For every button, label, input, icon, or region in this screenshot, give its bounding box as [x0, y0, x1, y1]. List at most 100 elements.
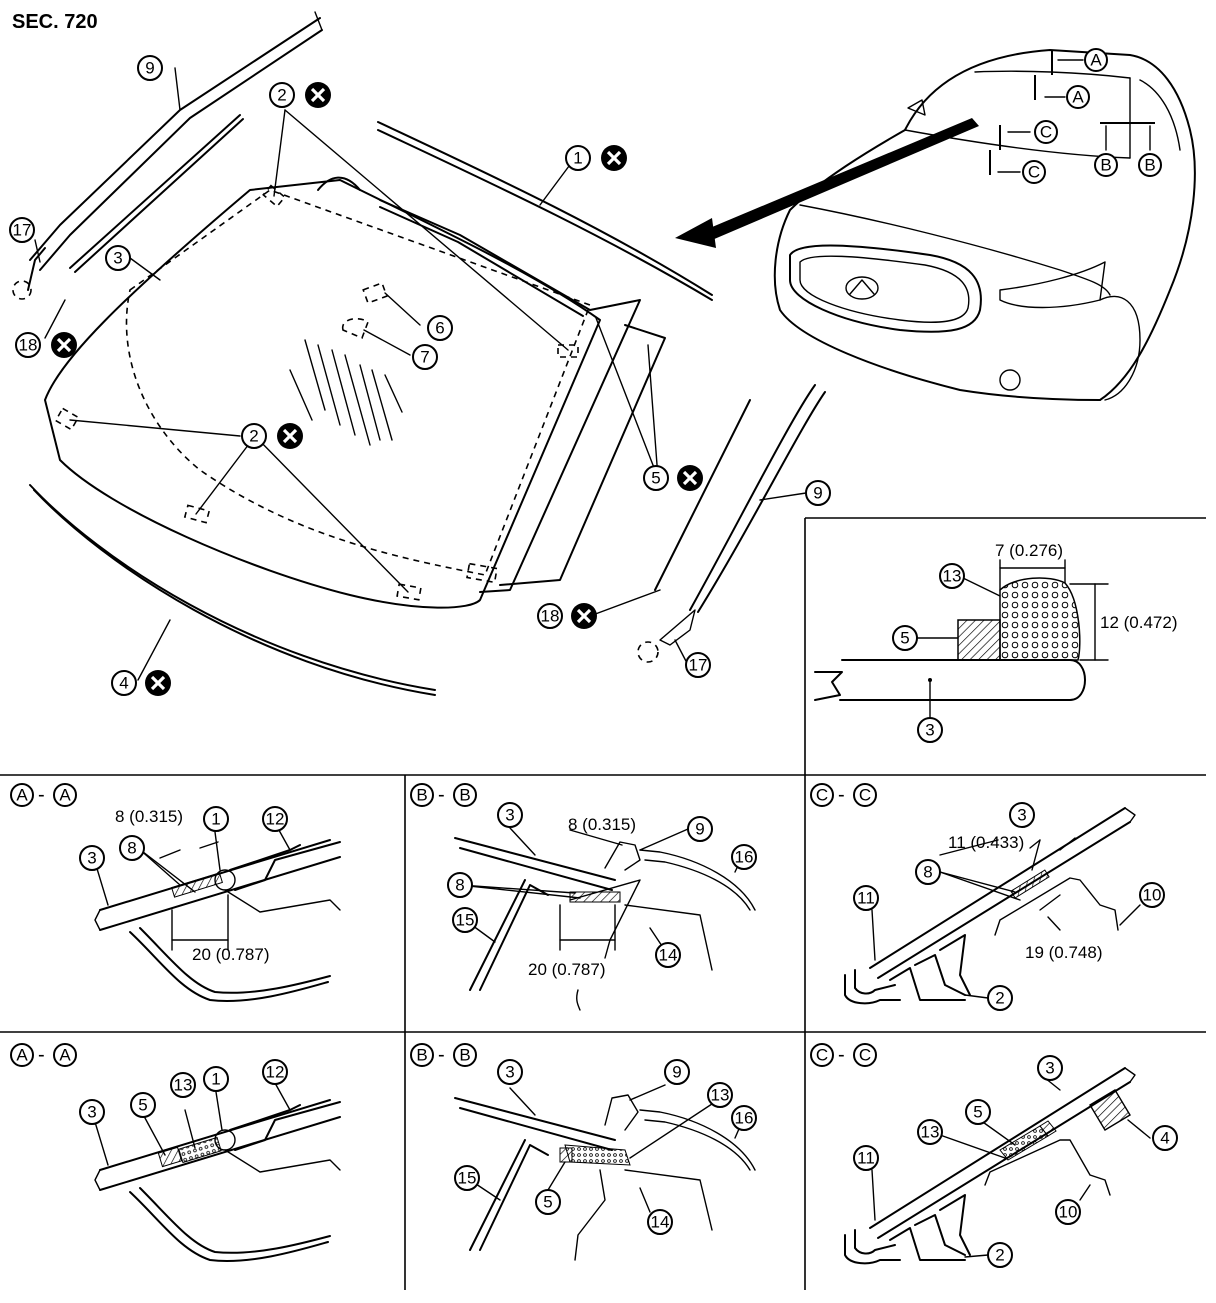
- callout-2-cc2: 2: [987, 1242, 1013, 1268]
- section-label-b-b-bottom: B - B: [410, 1043, 477, 1067]
- svg-text:9: 9: [813, 484, 822, 503]
- callout-3-aa1: 3: [79, 845, 105, 871]
- section-label-b-b-top: B - B: [410, 783, 477, 807]
- section-a-a-bottom: A - A 3 5 13 1 12: [10, 1043, 341, 1262]
- callout-3-detail: 3: [917, 717, 943, 743]
- windshield-exploded-view: 9 2 1 17 3 18 6 7 2 5: [9, 11, 831, 698]
- svg-text:15: 15: [458, 1169, 477, 1188]
- svg-text:-: -: [838, 1044, 845, 1066]
- marker-a-upper: A: [1084, 48, 1108, 72]
- svg-text:5: 5: [138, 1096, 147, 1115]
- callout-9-bb2: 9: [664, 1059, 690, 1085]
- callout-8-cc1: 8: [915, 859, 941, 885]
- svg-text:4: 4: [1160, 1129, 1169, 1148]
- svg-text:3: 3: [925, 721, 934, 740]
- callout-9-upper: 9: [137, 55, 163, 81]
- svg-text:13: 13: [174, 1076, 193, 1095]
- dim-8-b-b: 8 (0.315): [568, 815, 636, 834]
- callout-3-cc2: 3: [1037, 1055, 1063, 1081]
- svg-text:C: C: [816, 786, 828, 805]
- svg-text:A: A: [59, 1046, 71, 1065]
- svg-text:-: -: [38, 784, 45, 806]
- svg-text:3: 3: [1045, 1059, 1054, 1078]
- dim-11: 11 (0.433): [948, 833, 1024, 852]
- callout-17-right: 17: [685, 652, 711, 678]
- marker-b-left: B: [1094, 153, 1118, 177]
- svg-text:2: 2: [995, 989, 1004, 1008]
- svg-text:-: -: [838, 784, 845, 806]
- svg-text:2: 2: [277, 86, 286, 105]
- svg-text:10: 10: [1059, 1203, 1078, 1222]
- marker-a-lower: A: [1066, 85, 1090, 109]
- section-label-a-a-bottom: A - A: [10, 1043, 77, 1067]
- svg-text:2: 2: [995, 1246, 1004, 1265]
- callout-3-main: 3: [105, 245, 131, 271]
- callout-5-cc2: 5: [965, 1099, 991, 1125]
- svg-text:C: C: [1040, 123, 1052, 142]
- svg-text:1: 1: [211, 810, 220, 829]
- svg-text:13: 13: [943, 567, 962, 586]
- svg-text:6: 6: [435, 319, 444, 338]
- callout-5-detail: 5: [892, 625, 918, 651]
- callout-1-aa1: 1: [203, 806, 229, 832]
- svg-text:5: 5: [900, 629, 909, 648]
- callout-14-bb2: 14: [647, 1209, 673, 1235]
- svg-text:3: 3: [87, 1103, 96, 1122]
- svg-text:3: 3: [87, 849, 96, 868]
- svg-text:8: 8: [127, 839, 136, 858]
- callout-2-middle: 2: [241, 421, 305, 451]
- svg-text:12: 12: [266, 810, 285, 829]
- section-label-a-a-top: A - A: [10, 783, 77, 807]
- svg-text:C: C: [816, 1046, 828, 1065]
- svg-text:14: 14: [651, 1213, 670, 1232]
- svg-text:C: C: [859, 786, 871, 805]
- callout-1-aa2: 1: [203, 1066, 229, 1092]
- x-circle-icon: [303, 80, 333, 110]
- callout-5-aa2: 5: [130, 1092, 156, 1118]
- callout-16-bb1: 16: [731, 844, 757, 870]
- dim-7: 7 (0.276): [995, 541, 1063, 560]
- svg-text:B: B: [1144, 156, 1155, 175]
- x-circle-icon: [599, 143, 629, 173]
- callout-15-bb2: 15: [454, 1165, 480, 1191]
- callout-12-aa2: 12: [262, 1059, 288, 1085]
- callout-11-cc1: 11: [853, 885, 879, 911]
- svg-text:B: B: [459, 786, 470, 805]
- svg-text:A: A: [16, 786, 28, 805]
- svg-text:B: B: [416, 1046, 427, 1065]
- svg-text:9: 9: [145, 59, 154, 78]
- svg-text:3: 3: [505, 1063, 514, 1082]
- section-b-b-bottom: B - B 3 9 13 16 15 5 14: [410, 1043, 757, 1261]
- svg-text:-: -: [438, 784, 445, 806]
- svg-text:11: 11: [857, 1149, 875, 1168]
- svg-text:5: 5: [973, 1103, 982, 1122]
- callout-13-aa2: 13: [170, 1072, 196, 1098]
- dim-8-a-a: 8 (0.315): [115, 807, 183, 826]
- svg-text:13: 13: [711, 1086, 730, 1105]
- svg-text:3: 3: [505, 806, 514, 825]
- section-a-a-top: A - A 8 (0.315) 20 (: [10, 783, 341, 1002]
- svg-text:A: A: [16, 1046, 28, 1065]
- callout-14-bb1: 14: [655, 942, 681, 968]
- svg-text:A: A: [1072, 88, 1084, 107]
- dim-20-a-a: 20 (0.787): [192, 945, 270, 964]
- svg-text:17: 17: [13, 221, 32, 240]
- marker-c-lower: C: [1022, 160, 1046, 184]
- callout-4: 4: [111, 668, 173, 698]
- svg-text:12: 12: [266, 1063, 285, 1082]
- callout-9-bb1: 9: [687, 816, 713, 842]
- callout-3-bb1: 3: [497, 802, 523, 828]
- svg-text:10: 10: [1143, 886, 1162, 905]
- callout-13-cc2: 13: [917, 1119, 943, 1145]
- callout-6: 6: [427, 315, 453, 341]
- svg-text:9: 9: [695, 820, 704, 839]
- svg-text:8: 8: [923, 863, 932, 882]
- callout-7: 7: [412, 344, 438, 370]
- x-circle-icon: [49, 330, 79, 360]
- callout-17-left: 17: [9, 217, 35, 243]
- svg-text:9: 9: [672, 1063, 681, 1082]
- svg-text:14: 14: [659, 946, 678, 965]
- x-circle-icon: [569, 601, 599, 631]
- callout-10-cc2: 10: [1055, 1199, 1081, 1225]
- svg-text:C: C: [859, 1046, 871, 1065]
